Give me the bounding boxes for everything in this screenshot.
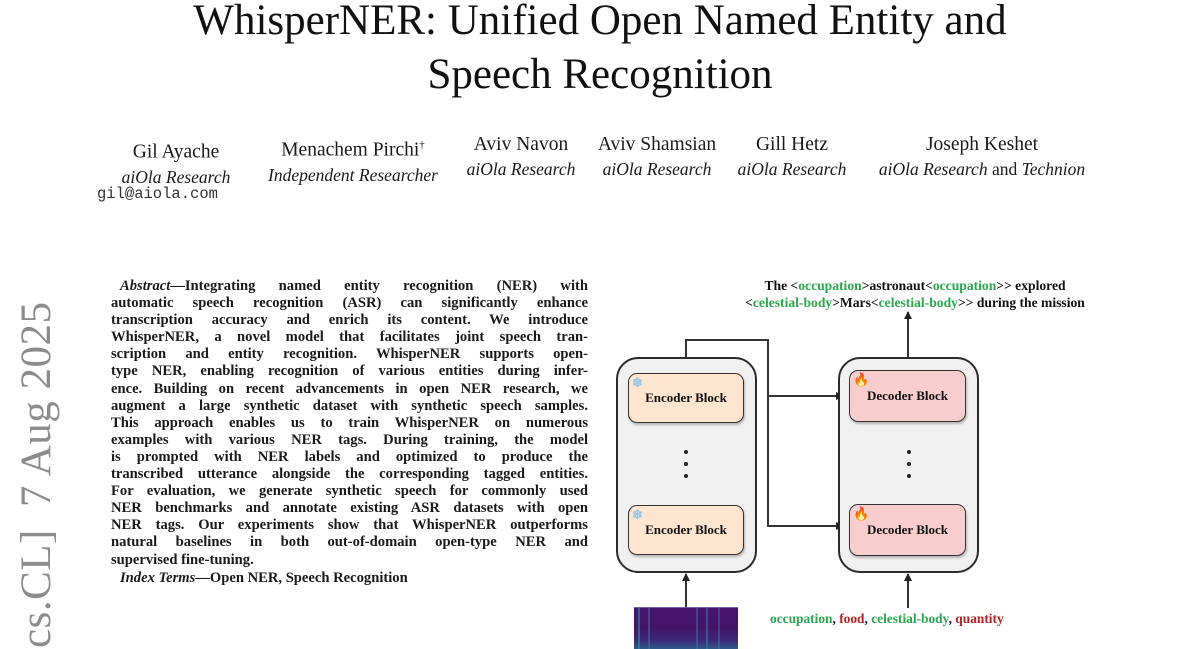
author-affiliation: aiOla Research bbox=[602, 159, 712, 179]
output-text: >> explored bbox=[996, 278, 1066, 293]
title-line-2: Speech Recognition bbox=[427, 51, 773, 98]
abstract-dash: — bbox=[170, 278, 185, 294]
abstract-line: supervised fine-tuning. bbox=[111, 551, 254, 568]
prompt-entity-tag: quantity bbox=[955, 611, 1004, 626]
abstract-label: Abstract bbox=[120, 278, 171, 294]
index-terms-label: Index Terms bbox=[120, 569, 196, 586]
abstract-line: transcribed utterance alongside the corr… bbox=[111, 466, 588, 483]
title-line-1: WhisperNER: Unified Open Named Entity an… bbox=[193, 0, 1007, 44]
encoder-block-top: ❄ Encoder Block bbox=[628, 373, 744, 423]
abstract-line: is prompted with NER labels and optimize… bbox=[111, 448, 588, 465]
audio-spectrogram bbox=[634, 607, 738, 649]
prompt-text: , bbox=[864, 611, 872, 626]
abstract-line: transcription accuracy and enrich its co… bbox=[111, 312, 588, 329]
paper-title: WhisperNER: Unified Open Named Entity an… bbox=[0, 0, 1200, 102]
abstract-line: ence. Building on recent advancements in… bbox=[111, 380, 588, 397]
abstract-line: examples with various NER tags. During t… bbox=[111, 431, 588, 448]
author-affiliation: Independent Researcher bbox=[268, 164, 438, 185]
flame-icon: 🔥 bbox=[853, 506, 870, 521]
prompt-entity-tag: food bbox=[839, 611, 865, 626]
decoder-block-label: Decoder Block bbox=[867, 388, 948, 403]
author: Gil Ayache aiOla Research bbox=[122, 133, 231, 189]
decoder-ellipsis bbox=[906, 450, 912, 478]
entity-prompt-tags: occupation, food, celestial-body, quanti… bbox=[770, 611, 1070, 627]
output-entity-tag: occupation bbox=[932, 278, 997, 293]
author-affiliation: aiOla Research bbox=[737, 159, 847, 179]
output-text: < bbox=[790, 278, 799, 293]
author-affiliation: aiOla Research bbox=[121, 166, 231, 187]
abstract-line: NER benchmarks and annotate existing ASR… bbox=[111, 500, 588, 517]
index-terms-value: Open NER, Speech Recognition bbox=[209, 569, 408, 586]
abstract-line: For evaluation, we generate synthetic sp… bbox=[111, 483, 588, 500]
author-name: Menachem Pirchi bbox=[281, 139, 420, 161]
abstract-line: type NER, enabling recognition of variou… bbox=[111, 363, 588, 380]
index-terms: Index Terms—Open NER, Speech Recognition bbox=[111, 570, 588, 587]
abstract-line: NER tags. Our experiments show that Whis… bbox=[111, 517, 588, 534]
abstract-line: natural baselines in both out-of-domain … bbox=[111, 534, 588, 551]
abstract-line: augment a large synthetic dataset with s… bbox=[111, 397, 588, 414]
output-entity-tag: celestial-body bbox=[878, 295, 958, 310]
output-entity-tag: celestial-body bbox=[752, 295, 833, 310]
author-name: Gill Hetz bbox=[755, 134, 829, 155]
author: Menachem Pirchi† Independent Researcher bbox=[268, 133, 438, 187]
abstract: Abstract—Integrating named entity recogn… bbox=[111, 278, 588, 587]
prompt-entity-tag: occupation bbox=[770, 611, 833, 626]
encoder-block-bottom: ❄ Encoder Block bbox=[628, 505, 744, 555]
author-mark: † bbox=[419, 139, 425, 151]
abstract-line: Abstract—Integrating named entity recogn… bbox=[120, 278, 588, 294]
abstract-line: This approach enables us to train Whispe… bbox=[111, 414, 588, 431]
abstract-line: automatic speech recognition (ASR) can s… bbox=[111, 295, 588, 312]
decoder-block-top: 🔥 Decoder Block bbox=[849, 370, 966, 422]
author-affiliation-conjunction: and bbox=[987, 159, 1022, 179]
author: Joseph Keshet aiOla Research and Technio… bbox=[879, 133, 1085, 181]
author-name: Aviv Shamsian bbox=[597, 134, 717, 155]
output-text: >> during the mission bbox=[957, 295, 1085, 310]
author-affiliation: aiOla Research bbox=[466, 159, 576, 179]
tagged-output-line-1: The <occupation>astronaut<occupation>> e… bbox=[700, 277, 1130, 294]
author-name: Aviv Navon bbox=[473, 134, 569, 155]
author-name: Gil Ayache bbox=[132, 141, 220, 163]
author: Aviv Navon aiOla Research bbox=[467, 133, 576, 181]
snowflake-icon: ❄ bbox=[632, 507, 643, 522]
author-affiliation-second: Technion bbox=[1021, 159, 1086, 179]
encoder-block-label: Encoder Block bbox=[645, 522, 727, 537]
contact-email[interactable]: gil@aiola.com bbox=[97, 185, 218, 203]
prompt-entity-tag: celestial-body bbox=[871, 611, 949, 626]
prompt-text: , bbox=[832, 611, 840, 626]
abstract-line: scription and entity recognition. Whispe… bbox=[111, 346, 588, 363]
prompt-text: , bbox=[948, 611, 956, 626]
index-terms-dash: — bbox=[195, 569, 210, 586]
output-text: The bbox=[764, 278, 791, 293]
snowflake-icon: ❄ bbox=[632, 375, 643, 390]
encoder-ellipsis bbox=[683, 450, 689, 478]
tagged-output-line-2: <celestial-body>Mars<celestial-body>> du… bbox=[700, 294, 1130, 311]
output-text: >Mars< bbox=[832, 295, 879, 310]
encoder-to-last-decoder-arrow bbox=[685, 339, 844, 530]
tagged-output-text: The <occupation>astronaut<occupation>> e… bbox=[700, 277, 1130, 311]
author: Aviv Shamsian aiOla Research bbox=[598, 133, 716, 181]
flame-icon: 🔥 bbox=[853, 372, 870, 387]
output-text: < bbox=[745, 295, 753, 310]
output-entity-tag: occupation bbox=[798, 278, 862, 293]
decoder-block-bottom: 🔥 Decoder Block bbox=[849, 504, 966, 556]
author-affiliation: aiOla Research bbox=[878, 159, 988, 179]
decoder-block-label: Decoder Block bbox=[867, 522, 948, 537]
author: Gill Hetz aiOla Research bbox=[738, 133, 847, 181]
author-name: Joseph Keshet bbox=[925, 134, 1039, 155]
abstract-line: WhisperNER, a novel model that facilitat… bbox=[111, 329, 588, 346]
encoder-block-label: Encoder Block bbox=[645, 390, 727, 405]
output-text: >astronaut< bbox=[861, 278, 933, 293]
